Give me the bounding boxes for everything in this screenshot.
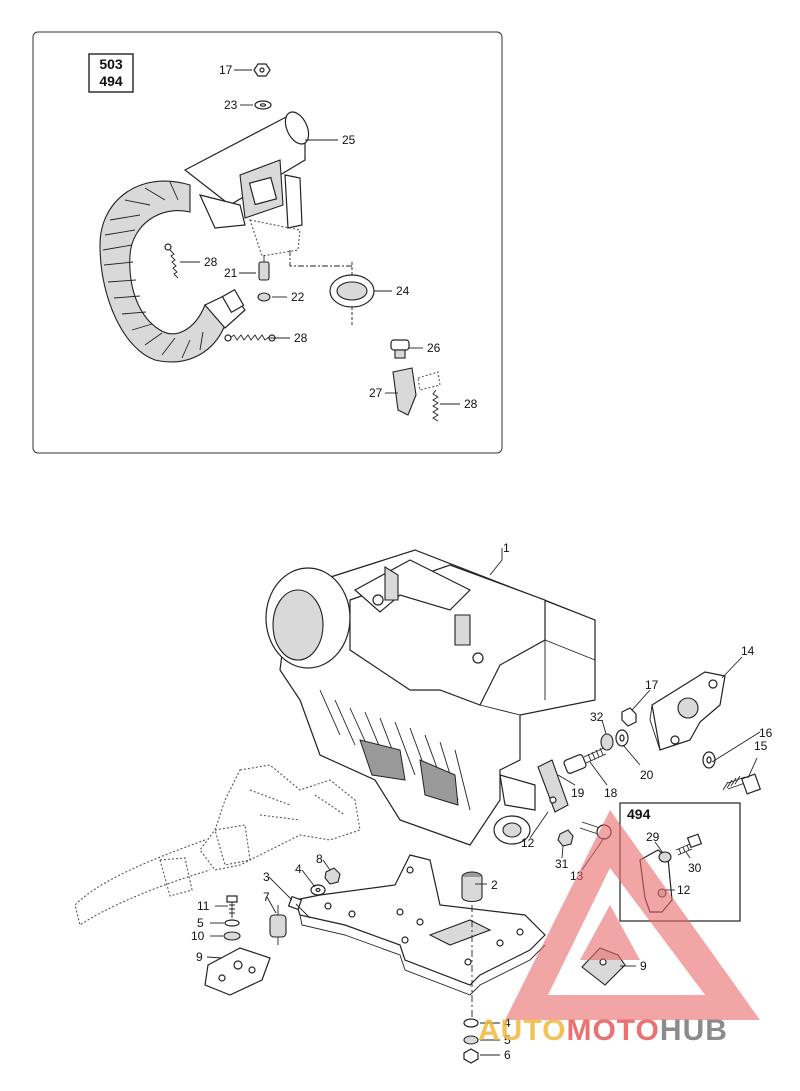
- callout-4: 4: [295, 862, 302, 876]
- nut-8-drawing: [324, 867, 341, 885]
- model-code-494: 494: [99, 73, 123, 89]
- callout-2: 2: [491, 878, 498, 892]
- callout-24: 24: [396, 284, 410, 298]
- bumper-26-drawing: [390, 339, 410, 359]
- muffler-drawing: [183, 111, 310, 257]
- callouts-top: 17 23 25 28 21 22 24 28 26 27 28: [204, 63, 478, 411]
- callout-21: 21: [224, 266, 238, 280]
- nut-17-drawing: [253, 63, 271, 77]
- callout-4: 4: [504, 1016, 511, 1030]
- watermark-moto: MOTO: [566, 1014, 659, 1047]
- damper-7-drawing: [269, 905, 287, 945]
- gasket-ring-24-drawing: [289, 250, 375, 325]
- stud-18-drawing: [563, 747, 607, 774]
- watermark-triangle-logo: [505, 810, 760, 1020]
- spring-28a-drawing: [164, 243, 179, 279]
- manifold-ghost-drawing: [74, 764, 361, 926]
- callout-23: 23: [224, 98, 238, 112]
- washer-32-drawing: [600, 733, 614, 751]
- spacer-2-drawing: [461, 871, 483, 903]
- callout-11: 11: [197, 899, 210, 913]
- callout-9: 9: [640, 959, 647, 973]
- washer-5-left-drawing: [224, 919, 240, 927]
- callout-28: 28: [204, 255, 218, 269]
- bracket-27-drawing: [392, 367, 441, 416]
- nut-17-main-drawing: [621, 707, 637, 727]
- callout-16: 16: [759, 726, 773, 740]
- callout-17: 17: [645, 678, 659, 692]
- bracket-19-drawing: [537, 759, 569, 813]
- model-code-503: 503: [99, 56, 123, 72]
- washer-10-drawing: [223, 931, 241, 941]
- spring-28b-drawing: [224, 334, 276, 342]
- callout-5: 5: [504, 1033, 511, 1047]
- callout-1: 1: [503, 541, 510, 555]
- grommet-21-drawing: [258, 255, 270, 281]
- callouts-main: 1 14 17 32 16 15 20 18 19 12 2 8 4 3 11 …: [191, 541, 773, 1062]
- model-code-box: [88, 53, 134, 93]
- callout-26: 26: [427, 341, 441, 355]
- callout-20: 20: [640, 768, 654, 782]
- washer-23-drawing: [254, 100, 272, 110]
- engine-mount-plate-drawing: [294, 854, 546, 996]
- callout-10: 10: [191, 929, 205, 943]
- mount-bracket-9-drawing: [204, 947, 271, 996]
- exhaust-inset: 503 494: [32, 31, 503, 454]
- leader-lines-top: [180, 69, 460, 405]
- washer-16-drawing: [702, 751, 716, 769]
- automotohub-watermark: AUTOMOTOHUB: [478, 810, 760, 1047]
- bolt-30-drawing: [675, 833, 703, 856]
- callout-18: 18: [604, 786, 618, 800]
- watermark-text: AUTOMOTOHUB: [478, 1014, 728, 1047]
- callout-9: 9: [196, 950, 203, 964]
- callout-28: 28: [464, 397, 478, 411]
- callout-12: 12: [521, 836, 535, 850]
- plate-14-drawing: [649, 671, 726, 751]
- nut-31-drawing: [557, 829, 574, 847]
- callout-8: 8: [316, 852, 323, 866]
- exhaust-pipe-drawing: [99, 180, 246, 363]
- callout-17: 17: [219, 63, 233, 77]
- washer-4-bottom-drawing: [463, 1018, 479, 1028]
- engine-block-drawing: [265, 549, 596, 846]
- engine-assembly: 1 14 17 32 16 15 20 18 19 12 2 8 4 3 11 …: [74, 541, 773, 1064]
- nut-22-drawing: [257, 292, 271, 302]
- inset-model-code: 494: [627, 806, 651, 822]
- callout-15: 15: [754, 739, 768, 753]
- callout-28: 28: [294, 331, 308, 345]
- callout-25: 25: [342, 133, 356, 147]
- callout-7: 7: [263, 890, 270, 904]
- callout-22: 22: [291, 290, 305, 304]
- callout-5: 5: [197, 916, 204, 930]
- nut-6-drawing: [463, 1048, 479, 1064]
- callout-27: 27: [369, 386, 383, 400]
- watermark-auto: AUTO: [478, 1014, 566, 1047]
- washer-4-drawing: [310, 884, 326, 896]
- washer-20-drawing: [615, 729, 629, 747]
- washer-29-drawing: [658, 851, 672, 863]
- washer-5-bottom-drawing: [463, 1035, 479, 1045]
- watermark-hub: HUB: [660, 1014, 728, 1047]
- callout-3: 3: [263, 870, 270, 884]
- callout-32: 32: [590, 710, 604, 724]
- bolt-15-drawing: [722, 773, 762, 795]
- callout-19: 19: [571, 786, 585, 800]
- spring-28c-drawing: [432, 389, 439, 422]
- callout-14: 14: [741, 644, 755, 658]
- callout-31: 31: [555, 857, 569, 871]
- callout-29: 29: [646, 830, 660, 844]
- callout-6: 6: [504, 1048, 511, 1062]
- callout-12: 12: [677, 883, 691, 897]
- bolt-11-drawing: [226, 895, 238, 918]
- callout-30: 30: [688, 861, 702, 875]
